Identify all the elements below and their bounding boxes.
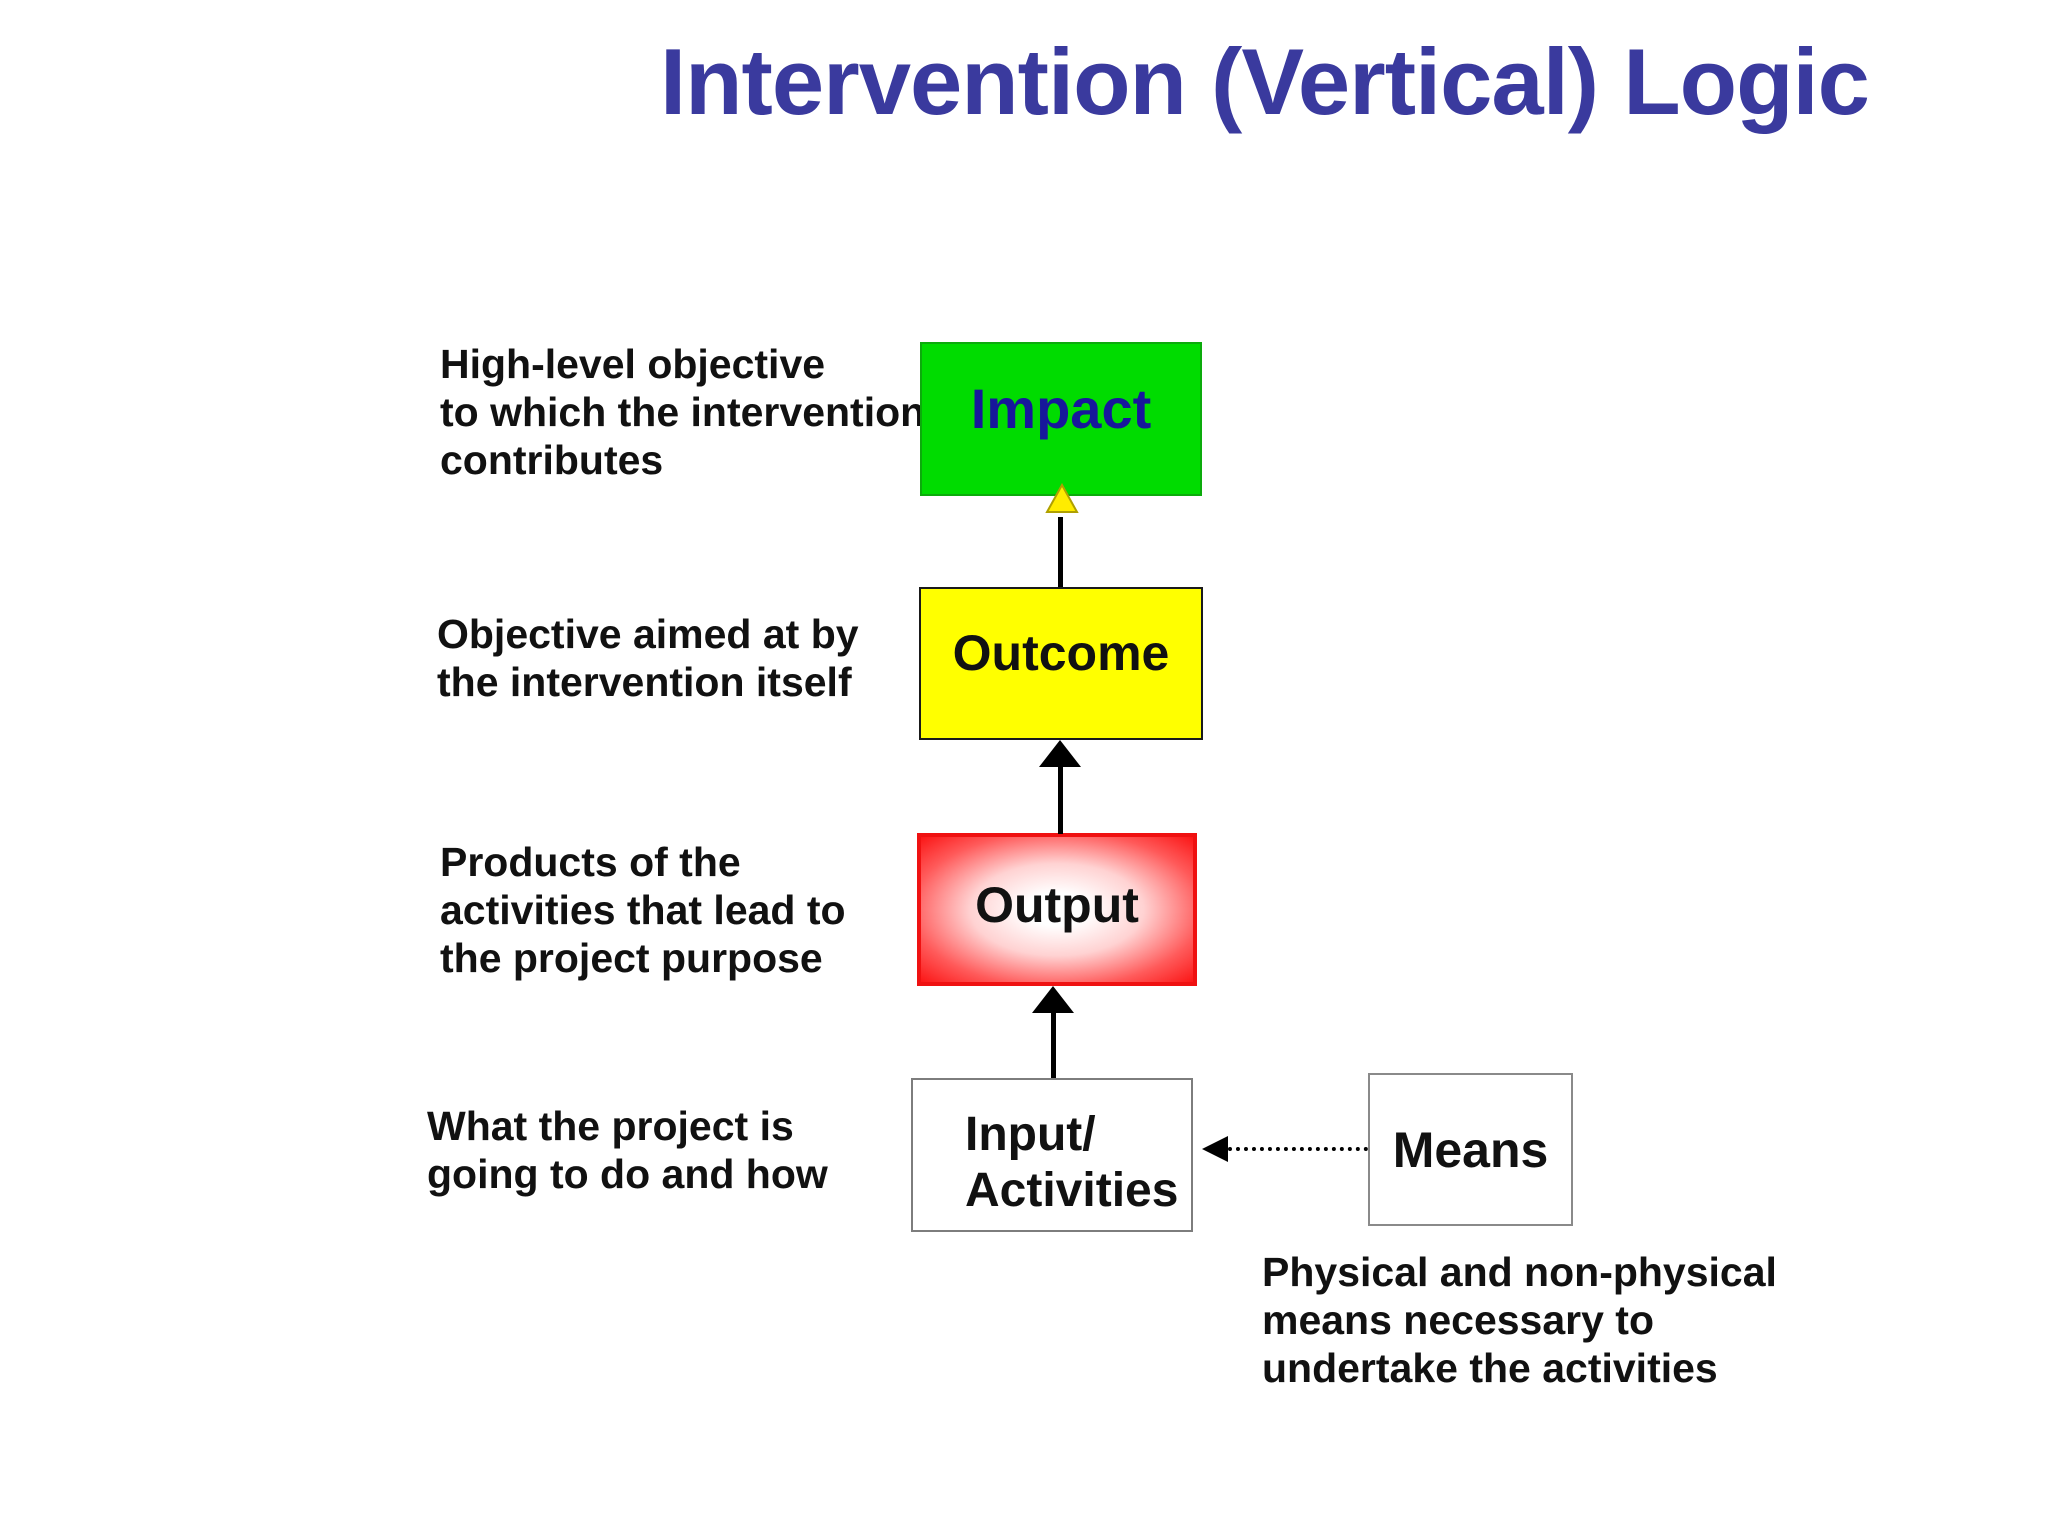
impact-box-label: Impact [970, 376, 1152, 440]
means-to-input-dotted-line [1228, 1147, 1368, 1151]
output-box: Output [917, 833, 1197, 986]
output-box-label: Output [975, 876, 1139, 933]
output-to-outcome-line [1058, 766, 1063, 834]
output-note: Products of the activities that lead to … [440, 839, 846, 981]
means-note: Physical and non-physical means necessar… [1262, 1249, 1777, 1391]
input-activities-box: Input/ Activities [911, 1078, 1193, 1232]
slide-title: Intervention (Vertical) Logic [660, 29, 1870, 134]
outcome-box-label: Outcome [952, 624, 1170, 681]
black-left-arrowhead-icon [1202, 1136, 1228, 1162]
black-up-arrowhead-icon [1032, 986, 1074, 1013]
outcome-to-impact-line [1058, 517, 1063, 587]
impact-box: Impact [920, 342, 1202, 496]
black-up-arrowhead-icon [1039, 740, 1081, 767]
input-activities-box-label: Input/ Activities [965, 1108, 1179, 1217]
impact-note: High-level objective to which the interv… [440, 341, 926, 483]
outcome-note: Objective aimed at by the intervention i… [437, 611, 859, 705]
outcome-box: Outcome [919, 587, 1203, 740]
means-box-label: Means [1392, 1121, 1549, 1178]
input-to-output-line [1051, 1010, 1056, 1078]
input-note: What the project is going to do and how [427, 1103, 828, 1197]
means-box: Means [1368, 1073, 1573, 1226]
yellow-up-arrowhead-icon [1045, 483, 1079, 513]
